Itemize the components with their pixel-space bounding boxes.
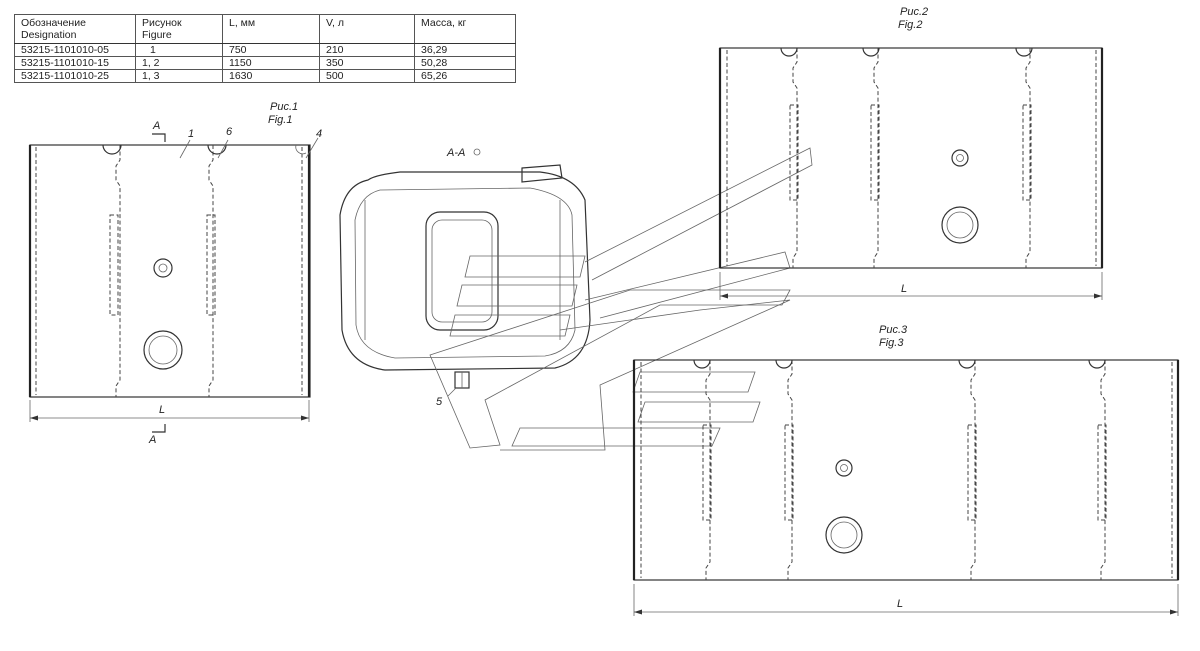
fig3-label-en: Fig.3 xyxy=(879,337,904,349)
cell-mass: 50,28 xyxy=(414,56,516,70)
section-mark-top: А xyxy=(152,120,160,132)
fig1-dim-length: L xyxy=(159,404,165,416)
fig3-tank-view xyxy=(632,359,1180,616)
callout-4: 4 xyxy=(316,128,322,140)
section-view-label: А-А xyxy=(446,147,465,159)
cell-mass: 65,26 xyxy=(414,69,516,83)
fig2-label-ru: Рис.2 xyxy=(900,6,928,18)
callout-6: 6 xyxy=(226,126,233,138)
fig2-dim-length: L xyxy=(901,283,907,295)
cell-figure: 1, 3 xyxy=(135,69,223,83)
fig1-tank-view xyxy=(28,133,319,433)
table-row: 53215-1101010-25 1, 3 1630 500 65,26 xyxy=(14,69,516,83)
cell-figure: 1, 2 xyxy=(135,56,223,70)
drawing-labels: Рис.1 Fig.1 Рис.2 Fig.2 Рис.3 Fig.3 А А … xyxy=(148,6,928,610)
cell-designation: 53215-1101010-05 xyxy=(14,43,136,57)
section-circle-icon xyxy=(473,148,481,156)
fig2-tank-view xyxy=(718,47,1104,300)
fig3-dim-length: L xyxy=(897,598,903,610)
fig2-label-en: Fig.2 xyxy=(898,19,922,31)
fig1-label-ru: Рис.1 xyxy=(270,101,298,113)
section-a-a-view xyxy=(339,164,591,397)
cell-length: 1630 xyxy=(222,69,320,83)
cell-designation: 53215-1101010-25 xyxy=(14,69,136,83)
fig1-label-en: Fig.1 xyxy=(268,114,292,126)
cell-volume: 500 xyxy=(319,69,415,83)
header-mass: Масса, кг xyxy=(414,14,516,44)
callout-1: 1 xyxy=(188,128,194,140)
hatched-band-shapes xyxy=(429,147,813,451)
callout-5: 5 xyxy=(436,396,443,408)
fig3-label-ru: Рис.3 xyxy=(879,324,908,336)
section-mark-bottom: А xyxy=(148,434,156,446)
